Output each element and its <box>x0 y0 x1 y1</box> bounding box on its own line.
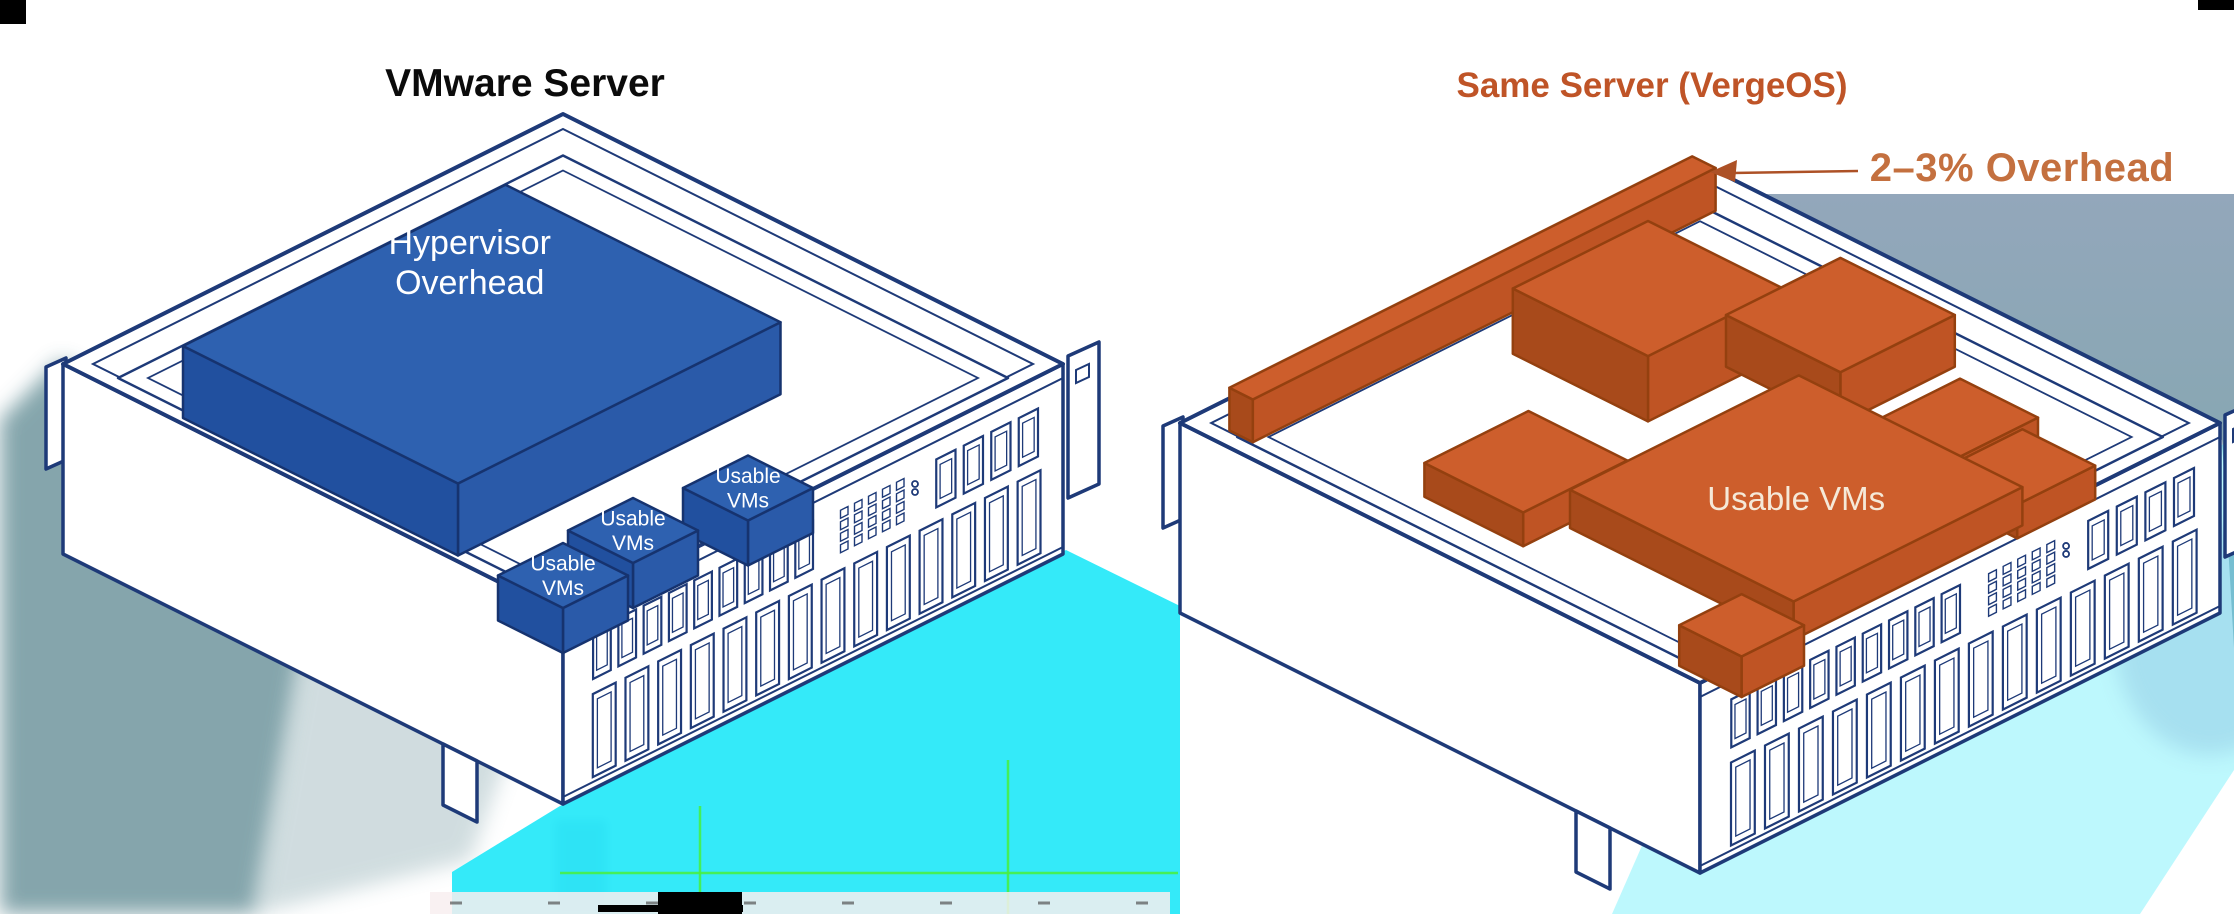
right-server-title: Same Server (VergeOS) <box>1456 66 1848 105</box>
left-server-title: VMware Server <box>385 62 665 105</box>
overhead-percentage-label: 2–3% Overhead <box>1869 146 2175 190</box>
usable-vms-slab-label: Usable VMs <box>1707 480 1885 517</box>
overhead-pointer <box>1710 160 1859 182</box>
vergeos-server-illustration: Usable VMs <box>1161 155 2234 891</box>
